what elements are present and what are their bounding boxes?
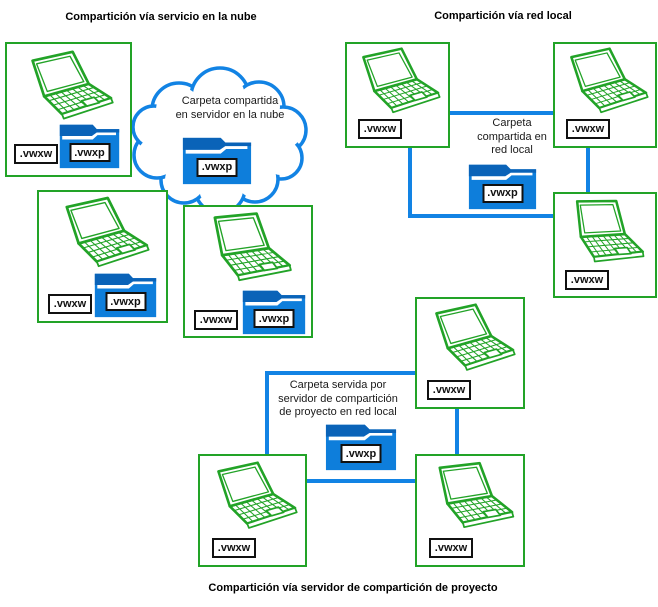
shared-folder-icon: .vwxp [59, 123, 120, 169]
lan-annotation-line: compartida en [477, 130, 547, 143]
working-file-label: .vwxw [429, 538, 473, 558]
lan-network-line-right [586, 148, 590, 194]
computer-box-cloud-3: .vwxw .vwxp [183, 205, 313, 338]
cloud-annotation: Carpeta compartida en servidor en la nub… [155, 95, 305, 122]
laptop-icon [55, 196, 155, 280]
section-cloud-title: Compartición vía servicio en la nube [65, 11, 257, 23]
computer-box-lan-2: .vwxw [553, 42, 657, 148]
computer-box-server-3: .vwxw [415, 454, 525, 567]
server-annotation: Carpeta servida por servidor de comparti… [238, 379, 438, 420]
working-file-label: .vwxw [14, 144, 58, 164]
computer-box-lan-1: .vwxw [345, 42, 450, 148]
computer-box-lan-3: .vwxw [553, 192, 657, 298]
laptop-icon [424, 303, 522, 383]
working-file-label: .vwxw [358, 119, 402, 139]
lan-network-line-top [450, 111, 553, 115]
working-file-label: .vwxw [48, 294, 92, 314]
server-network-line-bottom [305, 479, 417, 483]
server-shared-folder-label: .vwxp [340, 444, 382, 464]
working-file-label: .vwxw [212, 538, 256, 558]
computer-box-server-1: .vwxw [415, 297, 525, 409]
section-lan-title: Compartición vía red local [434, 10, 572, 22]
lan-shared-folder-icon: .vwxp [468, 163, 537, 210]
lan-network-line-left [408, 148, 412, 218]
lan-annotation: Carpeta compartida en red local [447, 117, 577, 158]
cloud-server-folder-label: .vwxp [196, 157, 238, 177]
working-file-label: .vwxw [565, 270, 609, 290]
working-file-label: .vwxw [566, 119, 610, 139]
cloud-annotation-line: Carpeta compartida [181, 95, 279, 107]
computer-box-cloud-2: .vwxw .vwxp [37, 190, 168, 323]
laptop-icon [206, 461, 304, 541]
computer-box-server-2: .vwxw [198, 454, 307, 567]
server-network-line-left [265, 371, 269, 456]
project-file-label: .vwxp [253, 309, 295, 329]
server-network-line-right [455, 409, 459, 455]
working-file-label: .vwxw [194, 310, 238, 330]
section-server-title: Compartición vía servidor de compartició… [208, 582, 498, 594]
laptop-icon [194, 205, 303, 301]
cloud-server-folder-icon: .vwxp [182, 136, 252, 185]
working-file-label: .vwxw [427, 380, 471, 400]
server-annotation-line: servidor de compartición [278, 392, 398, 405]
laptop-icon [352, 47, 446, 125]
server-annotation-line: Carpeta servida por [289, 379, 387, 391]
server-network-line-top [265, 371, 415, 375]
server-shared-folder-icon: .vwxp [325, 423, 397, 471]
lan-annotation-line: red local [491, 144, 533, 156]
laptop-icon [21, 48, 119, 134]
computer-box-cloud-1: .vwxw .vwxp [5, 42, 132, 177]
shared-folder-icon: .vwxp [242, 289, 306, 335]
laptop-icon [560, 47, 654, 125]
shared-folder-icon: .vwxp [94, 272, 157, 318]
laptop-icon [420, 456, 526, 546]
project-file-label: .vwxp [105, 292, 146, 312]
cloud-annotation-line: en servidor en la nube [175, 108, 285, 121]
lan-network-line-bottom [408, 214, 555, 218]
lan-annotation-line: Carpeta [492, 117, 532, 129]
server-annotation-line: de proyecto en red local [279, 406, 397, 418]
project-file-label: .vwxp [69, 143, 110, 163]
lan-shared-folder-label: .vwxp [482, 183, 523, 203]
